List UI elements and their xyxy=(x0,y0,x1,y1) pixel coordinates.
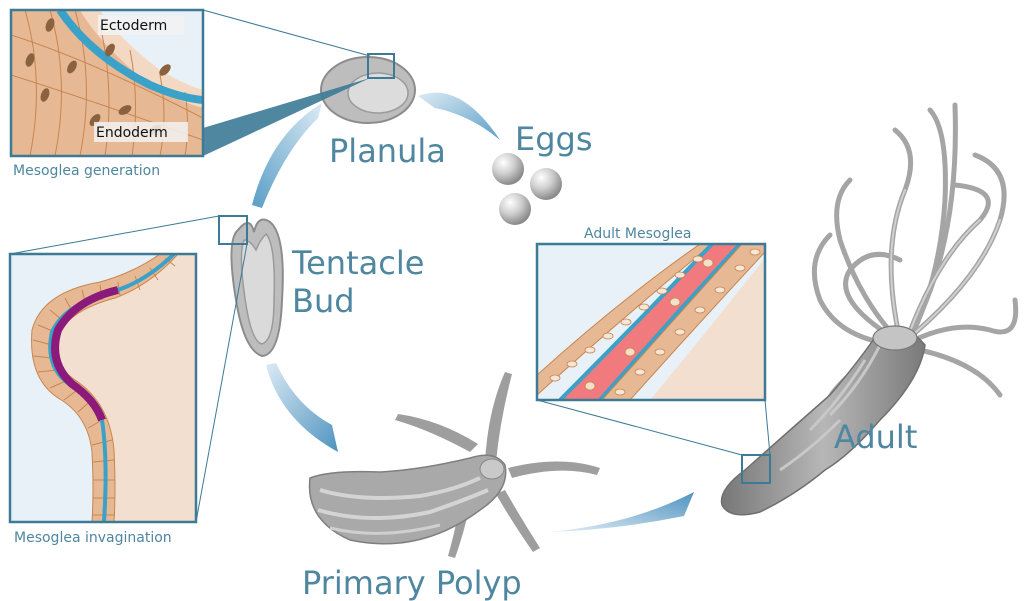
endoderm-label: Endoderm xyxy=(96,125,168,141)
mesoglea-generation-caption: Mesoglea generation xyxy=(13,163,160,179)
eggs-cluster xyxy=(492,153,562,225)
egg xyxy=(499,193,531,225)
egg xyxy=(530,168,562,200)
inset-adult-mesoglea: Adult Mesoglea xyxy=(537,226,770,455)
arrow-polyp-to-adult xyxy=(548,492,694,532)
mesoglea-invagination-caption: Mesoglea invagination xyxy=(14,530,172,546)
stage-label-tentacle-bud-line1: Tentacle xyxy=(291,244,424,282)
stage-label-eggs: Eggs xyxy=(515,120,593,158)
tentacle-bud-organism xyxy=(219,216,283,356)
ectoderm-label: Ectoderm xyxy=(100,18,167,34)
arrow-tentacle-to-polyp xyxy=(266,363,338,452)
stage-label-tentacle-bud-line2: Bud xyxy=(292,282,355,320)
inset-mesoglea-invagination: Mesoglea invagination xyxy=(10,216,247,546)
stage-label-adult: Adult xyxy=(834,418,917,456)
adult-mesoglea-caption: Adult Mesoglea xyxy=(584,226,691,242)
inset-mesoglea-generation: Ectoderm Endoderm Mesoglea generation xyxy=(11,10,370,179)
stage-label-primary-polyp: Primary Polyp xyxy=(302,564,522,601)
stage-label-planula: Planula xyxy=(329,132,446,170)
